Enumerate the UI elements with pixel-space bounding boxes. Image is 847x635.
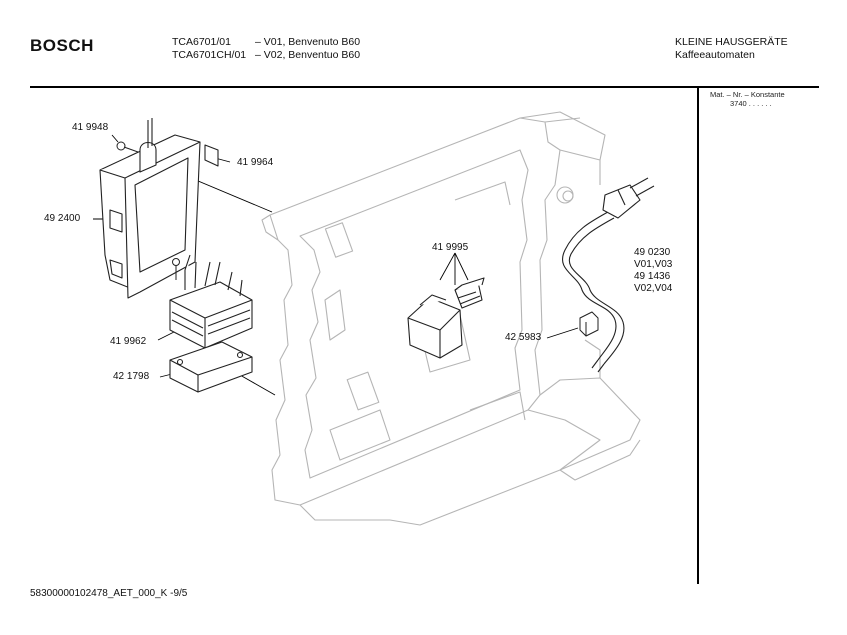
part-421798: 42 1798 <box>113 371 150 382</box>
part-490230: 49 0230 <box>634 247 671 258</box>
model-code-1: TCA6701/01 <box>172 36 231 48</box>
brand-logo: BOSCH <box>30 36 94 55</box>
transformer <box>169 254 253 349</box>
part-492400: 49 2400 <box>44 213 81 224</box>
part-419964: 41 9964 <box>237 157 274 168</box>
mat-nr-value: 3740 . . . . . . <box>730 99 772 108</box>
part-491436: 49 1436 <box>634 271 671 282</box>
part-419948: 41 9948 <box>72 122 109 133</box>
screw-terminal <box>172 258 180 280</box>
pump-unit <box>407 277 485 359</box>
power-supply-housing <box>99 118 219 299</box>
screw-419948 <box>116 141 139 153</box>
mat-nr-label: Mat. – Nr. – Konstante <box>710 90 785 99</box>
model-code-2: TCA6701CH/01 <box>172 49 247 61</box>
power-cord <box>562 177 655 373</box>
base-plate <box>169 341 253 393</box>
cord-clamp <box>579 311 599 337</box>
model-variant-2: – V02, Benventuo B60 <box>255 49 361 61</box>
category-subtitle: Kaffeeautomaten <box>675 49 755 61</box>
part-variant-v0204: V02,V04 <box>634 283 673 294</box>
header-rule <box>30 86 819 88</box>
document-footer-id: 58300000102478_AET_000_K -9/5 <box>30 588 188 599</box>
part-425983: 42 5983 <box>505 332 542 343</box>
part-419962: 41 9962 <box>110 336 147 347</box>
part-419995: 41 9995 <box>432 242 469 253</box>
model-variant-1: – V01, Benvenuto B60 <box>255 36 361 48</box>
category-title: KLEINE HAUSGERÄTE <box>675 36 788 48</box>
part-variant-v0103: V01,V03 <box>634 259 673 270</box>
housing-frame <box>261 111 641 526</box>
side-panel-divider <box>697 86 699 584</box>
